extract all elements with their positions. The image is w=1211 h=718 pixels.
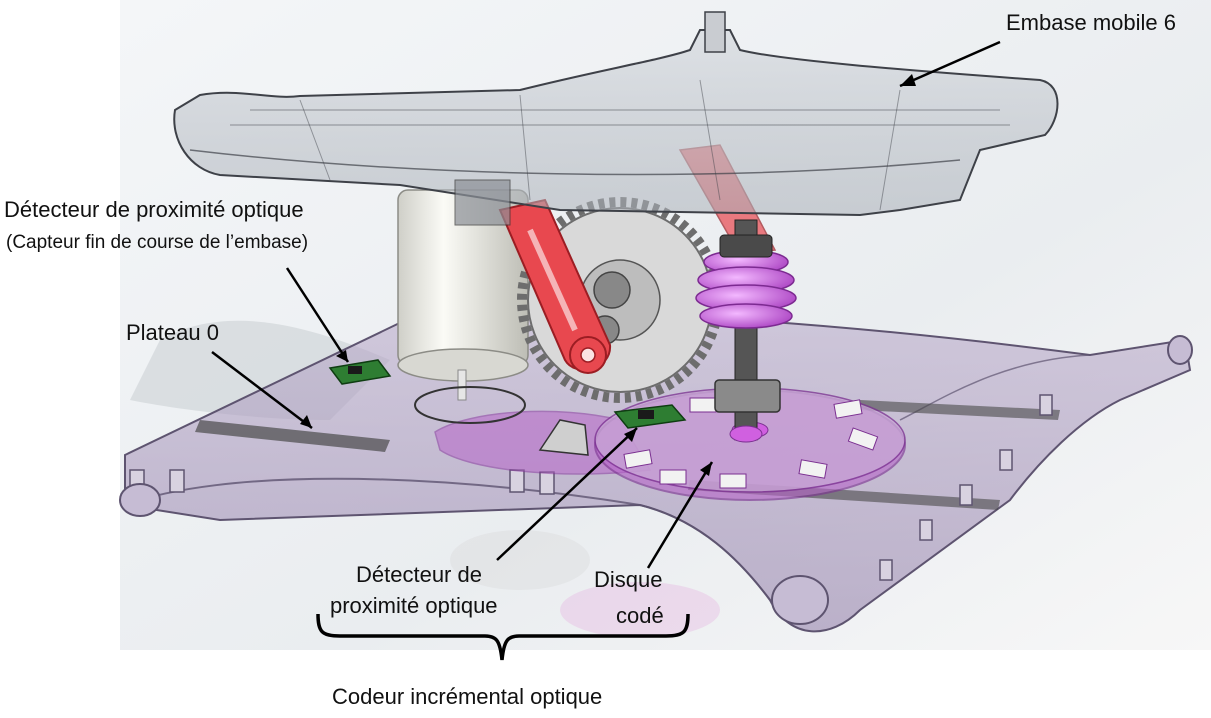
- label-encoder-sensor-line1: Détecteur de: [356, 562, 482, 587]
- label-embase: Embase mobile 6: [1006, 10, 1176, 35]
- label-encoder: Codeur incrémental optique: [332, 684, 603, 709]
- dc-motor: [397, 189, 529, 424]
- arrow-encoder-sensor: [496, 427, 638, 561]
- arrow-plateau: [211, 351, 313, 429]
- label-plateau: Plateau 0: [126, 320, 219, 345]
- bracket: [538, 419, 589, 456]
- label-encoder-sensor-line2: proximité optique: [330, 593, 498, 618]
- arrow-disk: [646, 461, 714, 569]
- label-disk-line1: Disque: [594, 567, 663, 592]
- label-limit-sensor: Détecteur de proximité optique: [4, 197, 304, 222]
- label-disk-line2: codé: [616, 603, 664, 628]
- annotation-arrows: [211, 40, 1001, 569]
- limit-sensor-board: [328, 359, 392, 385]
- mobile-base-top: [173, 11, 1059, 226]
- label-limit-sensor-subtitle: (Capteur fin de course de l’embase): [6, 232, 309, 253]
- arrow-embase: [899, 40, 1001, 88]
- encoder-brace: [316, 613, 690, 661]
- encoder-sensor-board: [613, 404, 687, 429]
- arrow-limit-sensor: [285, 267, 350, 363]
- worm-screw-assembly: [695, 219, 797, 443]
- lower-gear-ghost: [450, 530, 720, 638]
